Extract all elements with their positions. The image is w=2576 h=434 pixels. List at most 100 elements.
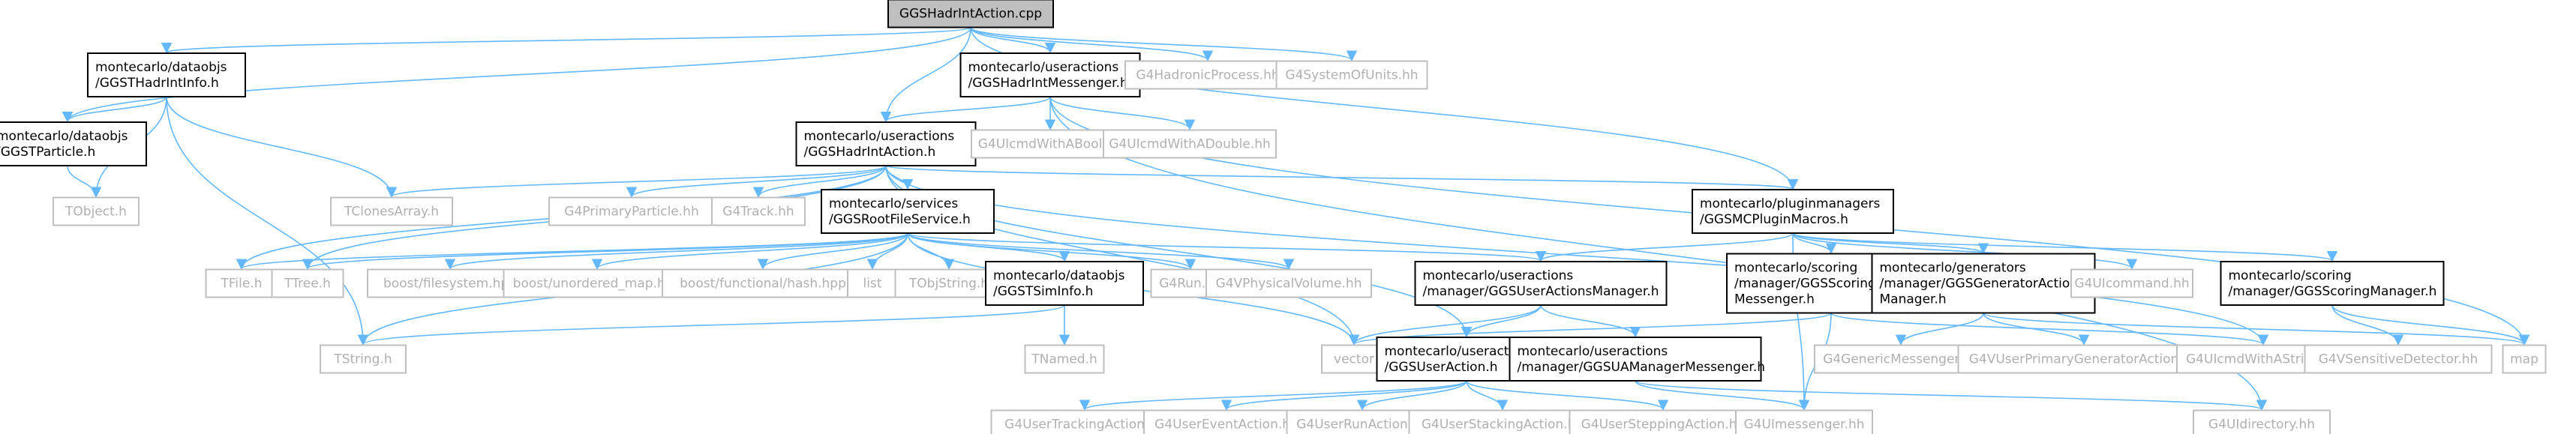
node-box-tstring bbox=[320, 344, 407, 374]
edge-root-to-particle bbox=[62, 27, 971, 123]
node-label-tobject: TObject.h bbox=[65, 205, 127, 220]
edge-rootfile-to-ttree bbox=[302, 232, 908, 270]
edge-messenger-to-cmddouble bbox=[1049, 96, 1196, 130]
node-box-bhash bbox=[662, 268, 864, 298]
node-box-map bbox=[2502, 344, 2547, 374]
node-bmap: boost/unordered_map.hpp bbox=[503, 268, 692, 298]
edge-pluginmacros-to-uicommand bbox=[1792, 232, 2137, 270]
node-genmgr[interactable]: montecarlo/generators/manager/GGSGenerat… bbox=[1871, 253, 2096, 314]
node-label-scoringmsg: montecarlo/scoring bbox=[1734, 261, 1857, 276]
node-event: G4UserEventAction.hh bbox=[1143, 409, 1310, 434]
node-rootfile[interactable]: montecarlo/services/GGSRootFileService.h bbox=[821, 189, 995, 234]
node-messenger[interactable]: montecarlo/useractions/GGSHadrIntMesseng… bbox=[959, 52, 1141, 97]
node-box-vector bbox=[1321, 344, 1387, 374]
node-particle[interactable]: montecarlo/dataobjs/GGSTParticle.h bbox=[0, 121, 147, 166]
node-label-tnamed: TNamed.h bbox=[1031, 352, 1097, 367]
edge-root-to-dataobjs_hadr bbox=[161, 26, 971, 54]
edge-root-to-pluginmacros bbox=[970, 27, 1799, 190]
node-label-genmgr: Manager.h bbox=[1880, 292, 1947, 307]
node-label-event: G4UserEventAction.hh bbox=[1154, 418, 1299, 433]
node-label-useractionsmgr: /manager/GGSUserActionsManager.h bbox=[1423, 284, 1659, 299]
node-tobject: TObject.h bbox=[53, 196, 140, 226]
node-label-action_h: montecarlo/useractions bbox=[804, 129, 955, 144]
node-physvol: G4VPhysicalVolume.hh bbox=[1205, 268, 1372, 298]
edge-action_h-to-track bbox=[752, 165, 887, 198]
edge-action_h-to-pluginmacros bbox=[885, 165, 1798, 190]
node-box-sysunits bbox=[1275, 60, 1428, 90]
node-tobjstring: TObjString.h bbox=[894, 268, 1004, 298]
node-label-tsiminfo: montecarlo/dataobjs bbox=[993, 268, 1125, 283]
node-box-primary bbox=[548, 196, 715, 226]
node-label-cmddouble: G4UIcmdWithADouble.hh bbox=[1109, 137, 1271, 152]
node-pluginmacros[interactable]: montecarlo/pluginmanagers/GGSMCPluginMac… bbox=[1692, 189, 1894, 234]
node-label-messenger: /GGSHadrIntMessenger.h bbox=[968, 76, 1128, 91]
node-label-sysunits: G4SystemOfUnits.hh bbox=[1285, 68, 1418, 83]
node-label-scoringmgr: /manager/GGSScoringManager.h bbox=[2229, 284, 2437, 299]
node-vprimgen: G4VUserPrimaryGeneratorAction.hh bbox=[1957, 344, 2211, 374]
edge-root-to-hadronic bbox=[970, 27, 1214, 61]
node-label-messenger: montecarlo/useractions bbox=[968, 60, 1119, 75]
node-uidirectory: G4UIdirectory.hh bbox=[2193, 409, 2331, 434]
node-label-bhash: boost/functional/hash.hpp bbox=[680, 277, 846, 292]
node-tfile: TFile.h bbox=[205, 268, 278, 298]
node-label-genmgr: montecarlo/generators bbox=[1880, 261, 2026, 276]
node-box-hadronic bbox=[1124, 60, 1291, 90]
node-label-rootfile: montecarlo/services bbox=[829, 196, 958, 211]
node-box-ttree bbox=[271, 268, 344, 298]
node-scoringmgr[interactable]: montecarlo/scoring/manager/GGSScoringMan… bbox=[2220, 261, 2445, 306]
edge-rootfile-to-bfs bbox=[445, 232, 908, 270]
edge-useractionsmgr-to-useraction bbox=[1461, 304, 1542, 338]
node-bhash: boost/functional/hash.hpp bbox=[662, 268, 864, 298]
node-label-rootfile: /GGSRootFileService.h bbox=[829, 212, 971, 227]
node-box-tobject bbox=[53, 196, 140, 226]
node-sysunits: G4SystemOfUnits.hh bbox=[1275, 60, 1428, 90]
node-box-uidirectory bbox=[2193, 409, 2331, 434]
edge-particle-to-tobject bbox=[67, 165, 102, 198]
edge-rootfile-to-useractionsmgr bbox=[907, 232, 1546, 262]
node-label-dataobjs_hadr: /GGSTHadrIntInfo.h bbox=[95, 76, 219, 91]
node-box-genmgr bbox=[1871, 253, 2096, 314]
node-box-root bbox=[887, 0, 1054, 28]
node-box-bmap bbox=[503, 268, 692, 298]
node-hadronic: G4HadronicProcess.hh bbox=[1124, 60, 1291, 90]
node-primary: G4PrimaryParticle.hh bbox=[548, 196, 715, 226]
node-sensdet: G4VSensitiveDetector.hh bbox=[2304, 344, 2493, 374]
edge-pluginmacros-to-scoringmsg bbox=[1792, 232, 1837, 254]
node-label-tstring: TString.h bbox=[333, 352, 392, 367]
node-label-cmdbool: G4UIcmdWithABool.hh bbox=[978, 137, 1123, 152]
edge-pluginmacros-to-genmgr bbox=[1792, 232, 1989, 254]
node-box-tsiminfo bbox=[985, 261, 1144, 306]
node-label-primary: G4PrimaryParticle.hh bbox=[564, 205, 698, 220]
node-track: G4Track.hh bbox=[711, 196, 806, 226]
edge-useractionsmgr-to-uamsg bbox=[1540, 304, 1641, 338]
node-label-particle: /GGSTParticle.h bbox=[0, 145, 95, 160]
node-box-track bbox=[711, 196, 806, 226]
edge-useraction-to-stepping bbox=[1466, 380, 1669, 411]
node-box-stepping bbox=[1569, 409, 1758, 434]
node-label-vector: vector bbox=[1334, 352, 1374, 367]
node-dataobjs_hadr[interactable]: montecarlo/dataobjs/GGSTHadrIntInfo.h bbox=[87, 52, 246, 97]
edge-scoringmgr-to-map bbox=[2331, 304, 2530, 346]
node-label-physvol: G4VPhysicalVolume.hh bbox=[1216, 277, 1362, 292]
node-label-genmsg: G4GenericMessenger.hh bbox=[1823, 352, 1979, 367]
node-action_h[interactable]: montecarlo/useractions/GGSHadrIntAction.… bbox=[795, 121, 977, 166]
node-root[interactable]: GGSHadrIntAction.cpp bbox=[887, 0, 1054, 28]
node-vector: vector bbox=[1321, 344, 1387, 374]
node-tsiminfo[interactable]: montecarlo/dataobjs/GGSTSimInfo.h bbox=[985, 261, 1144, 306]
edge-rootfile-to-physvol bbox=[907, 232, 1294, 270]
node-label-genmgr: /manager/GGSGeneratorActions bbox=[1880, 277, 2085, 292]
edge-root-to-action_h bbox=[880, 27, 971, 123]
node-label-stepping: G4UserSteppingAction.hh bbox=[1581, 418, 1746, 433]
node-box-physvol bbox=[1205, 268, 1372, 298]
node-map: map bbox=[2502, 344, 2547, 374]
edge-useraction-to-stacking bbox=[1466, 380, 1509, 411]
edge-dataobjs_hadr-to-tclones bbox=[166, 96, 398, 198]
node-stepping: G4UserSteppingAction.hh bbox=[1569, 409, 1758, 434]
node-label-hadronic: G4HadronicProcess.hh bbox=[1136, 68, 1279, 83]
node-useractionsmgr[interactable]: montecarlo/useractions/manager/GGSUserAc… bbox=[1414, 261, 1668, 306]
edge-pluginmacros-to-useractionsmgr bbox=[1536, 232, 1794, 262]
node-label-tsiminfo: /GGSTSimInfo.h bbox=[993, 284, 1093, 299]
node-uamsg[interactable]: montecarlo/useractions/manager/GGSUAMana… bbox=[1509, 337, 1766, 382]
edge-uamsg-to-uimessenger bbox=[1635, 380, 1810, 411]
